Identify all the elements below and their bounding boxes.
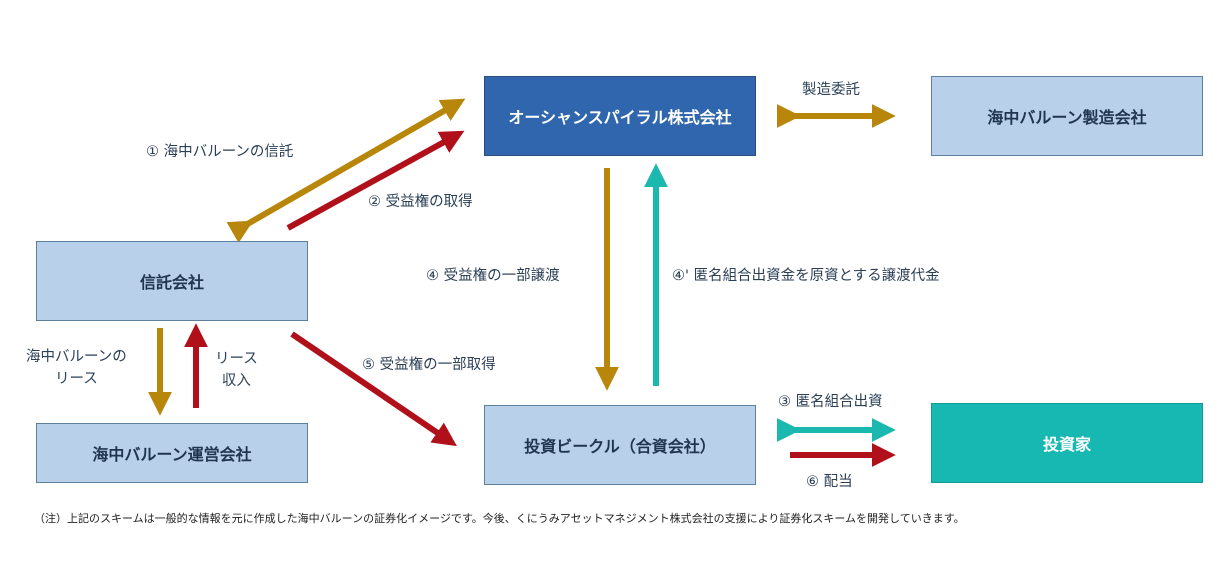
step1-arrow <box>226 98 466 243</box>
label-step6: ⑥ 配当 <box>806 474 853 490</box>
node-trust-company: 信託会社 <box>36 241 308 321</box>
label-lease-income-line2: 収入 <box>221 373 251 389</box>
step2-arrow <box>286 130 465 231</box>
label-lease: 海中バルーンの リース <box>26 346 127 390</box>
label-step4p: ④' 匿名組合出資金を原資とする譲渡代金 <box>672 268 940 284</box>
label-lease-income: リース 収入 <box>215 348 258 392</box>
label-step1: ① 海中バルーンの信託 <box>146 144 294 160</box>
label-manufacturing: 製造委託 <box>802 82 860 98</box>
footnote: （注）上記のスキームは一般的な情報を元に作成した海中バルーンの証券化イメージです… <box>34 512 965 525</box>
label-step4: ④ 受益権の一部譲渡 <box>426 268 560 284</box>
node-ocean-spiral: オーシャンスパイラル株式会社 <box>484 76 756 156</box>
node-investor: 投資家 <box>931 403 1203 483</box>
label-lease-line1: 海中バルーンの <box>26 349 127 365</box>
label-lease-line2: リース <box>55 371 98 387</box>
node-balloon-operator: 海中バルーン運営会社 <box>36 423 308 483</box>
label-step5: ⑤ 受益権の一部取得 <box>362 357 496 373</box>
node-investment-vehicle: 投資ビークル（合資会社） <box>484 405 756 485</box>
node-balloon-maker: 海中バルーン製造会社 <box>931 76 1203 156</box>
label-step2: ② 受益権の取得 <box>368 194 473 210</box>
label-step3: ③ 匿名組合出資 <box>778 394 883 410</box>
label-lease-income-line1: リース <box>215 351 258 367</box>
step5-arrow <box>290 331 457 447</box>
